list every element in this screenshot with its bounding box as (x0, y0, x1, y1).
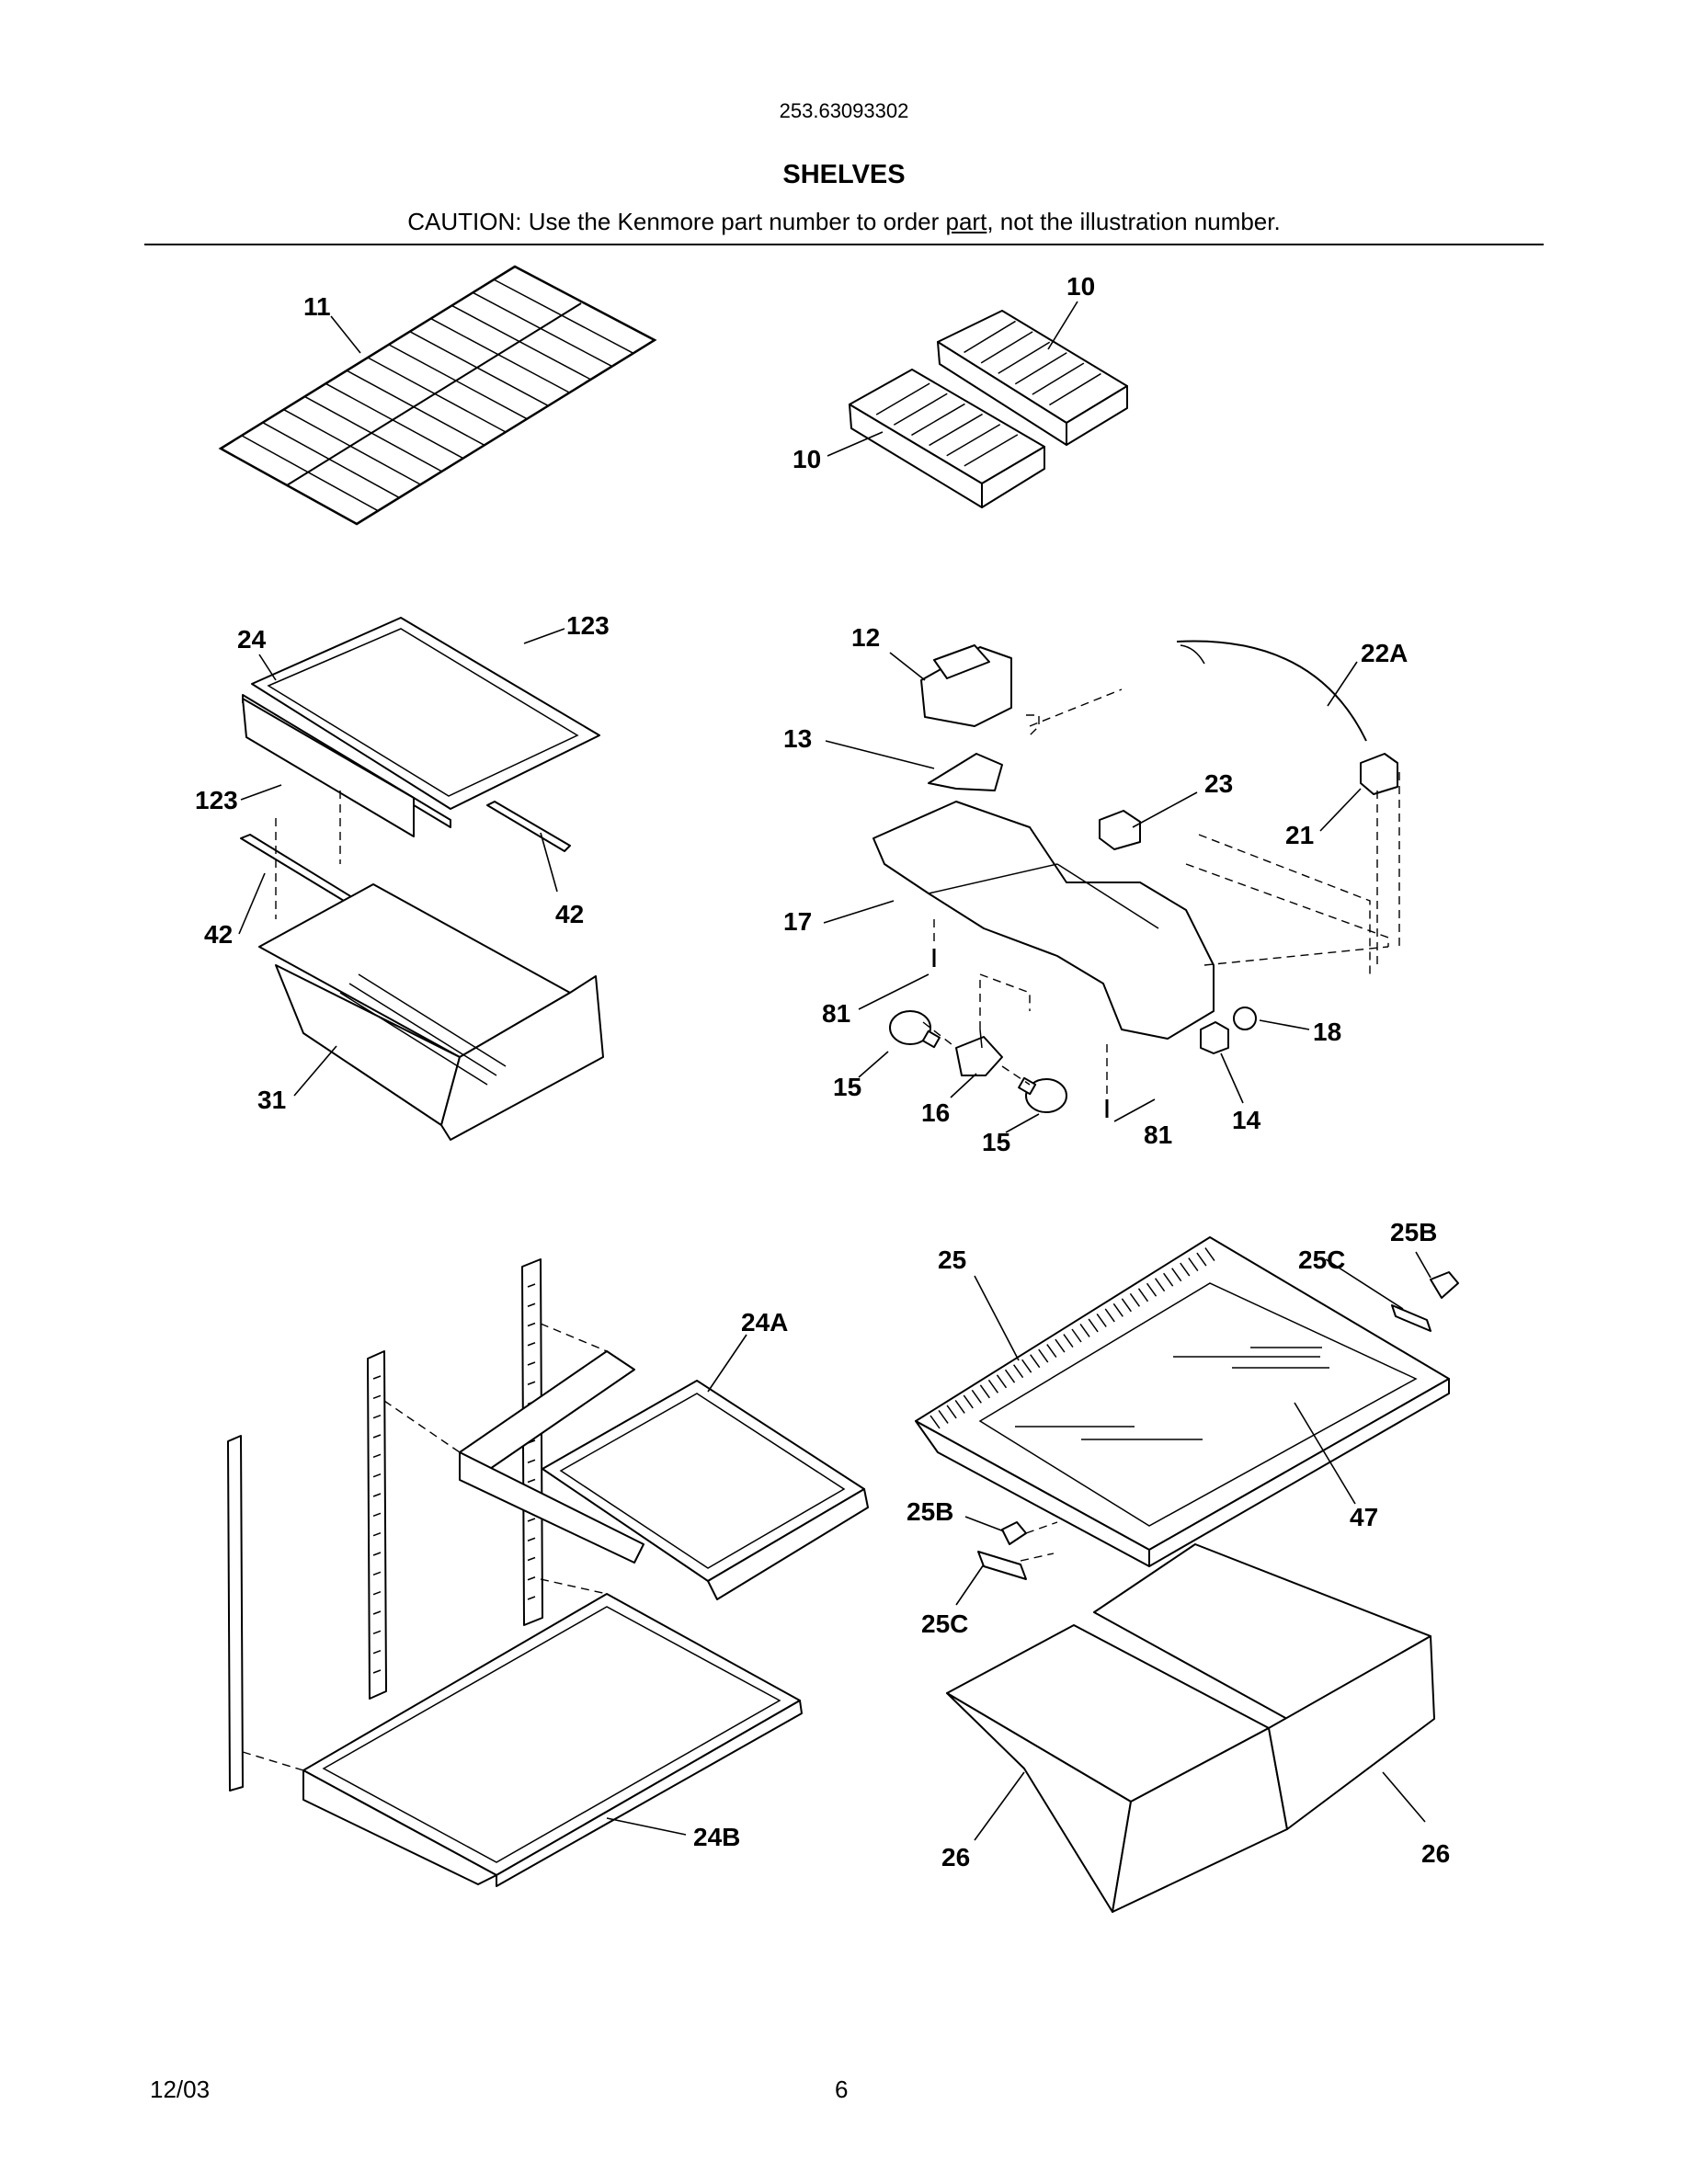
leader-lines (238, 301, 1431, 1841)
support-part-25C-right (1391, 1304, 1431, 1332)
callout-42-left: 42 (204, 920, 233, 949)
callout-13: 13 (783, 724, 812, 753)
callout-25C-left: 25C (921, 1610, 968, 1638)
callout-42-right: 42 (555, 900, 584, 928)
callout-47: 47 (1350, 1503, 1378, 1531)
callout-15-left: 15 (833, 1073, 861, 1101)
glass-insert-part-47 (1015, 1347, 1329, 1440)
clip-part-25B-right (1430, 1271, 1459, 1299)
callout-31: 31 (257, 1086, 286, 1114)
ladder-rail-middle (367, 1350, 387, 1700)
callout-10-upper: 10 (1066, 272, 1095, 301)
callout-18: 18 (1313, 1018, 1341, 1046)
callout-10-lower: 10 (793, 445, 821, 473)
ice-bucket-part-12 (920, 644, 1012, 727)
wire-shelf-part-11 (218, 265, 657, 526)
clip-part-25B-left (1001, 1521, 1027, 1545)
callout-25B-right: 25B (1390, 1218, 1437, 1246)
callout-123-lower: 123 (195, 786, 238, 814)
shelf-part-24B (302, 1593, 803, 1887)
support-part-25C-left (977, 1551, 1027, 1580)
callout-labels: 11 10 10 24 123 123 42 42 31 12 13 22A 2… (195, 272, 1450, 1871)
callout-23: 23 (1204, 769, 1233, 798)
callout-26-left: 26 (941, 1843, 970, 1871)
callout-26-right: 26 (1421, 1839, 1450, 1868)
chute-part-13 (928, 753, 1003, 791)
crisper-drawer-part-31 (258, 883, 604, 1141)
section-title: SHELVES (782, 160, 906, 189)
callout-15-right: 15 (982, 1128, 1010, 1156)
caution-note: CAUTION: Use the Kenmore part number to … (0, 208, 1688, 236)
ice-tray-lower-part-10 (849, 369, 1045, 508)
caution-prefix: CAUTION: Use the Kenmore part number to … (407, 208, 946, 235)
callout-16: 16 (921, 1098, 950, 1127)
callout-24: 24 (237, 625, 267, 654)
switch-part-21 (1360, 753, 1398, 795)
caution-underlined-word: part (945, 208, 987, 235)
callout-11: 11 (303, 292, 331, 321)
callout-22A: 22A (1361, 639, 1408, 667)
ladder-rail-left (227, 1435, 244, 1792)
model-number: 253.63093302 (779, 99, 909, 122)
knob-part-18 (1233, 1007, 1257, 1030)
callout-24A: 24A (741, 1308, 788, 1337)
callout-25: 25 (938, 1246, 966, 1274)
shelf-part-24A (459, 1350, 869, 1600)
callout-21: 21 (1285, 821, 1314, 849)
crisper-cover-part-25 (915, 1236, 1450, 1567)
header-divider (144, 244, 1544, 245)
housing-part-17 (873, 801, 1215, 1040)
callout-12: 12 (851, 623, 880, 652)
light-socket-part-16 (955, 1029, 1003, 1076)
footer-date: 12/03 (150, 2076, 211, 2103)
callout-81-right: 81 (1144, 1120, 1172, 1149)
callout-25C-right: 25C (1298, 1246, 1345, 1274)
light-bulb-part-15-right (1018, 1076, 1067, 1113)
caution-suffix: , not the illustration number. (987, 208, 1281, 235)
callout-24B: 24B (693, 1823, 740, 1851)
callout-81-left: 81 (822, 999, 850, 1028)
switch-part-14 (1200, 1021, 1229, 1054)
ice-tray-upper-part-10 (937, 310, 1128, 446)
light-bulb-part-15-left (889, 1010, 941, 1049)
callout-17: 17 (783, 907, 812, 936)
switch-part-23 (1099, 810, 1141, 850)
callout-25B-left: 25B (907, 1497, 953, 1526)
footer-page-number: 6 (835, 2076, 849, 2103)
crisper-drawer-part-26-right (1093, 1543, 1435, 1830)
callout-14: 14 (1232, 1106, 1261, 1134)
shelf-part-24 (242, 617, 600, 837)
callout-123-upper: 123 (566, 611, 610, 640)
